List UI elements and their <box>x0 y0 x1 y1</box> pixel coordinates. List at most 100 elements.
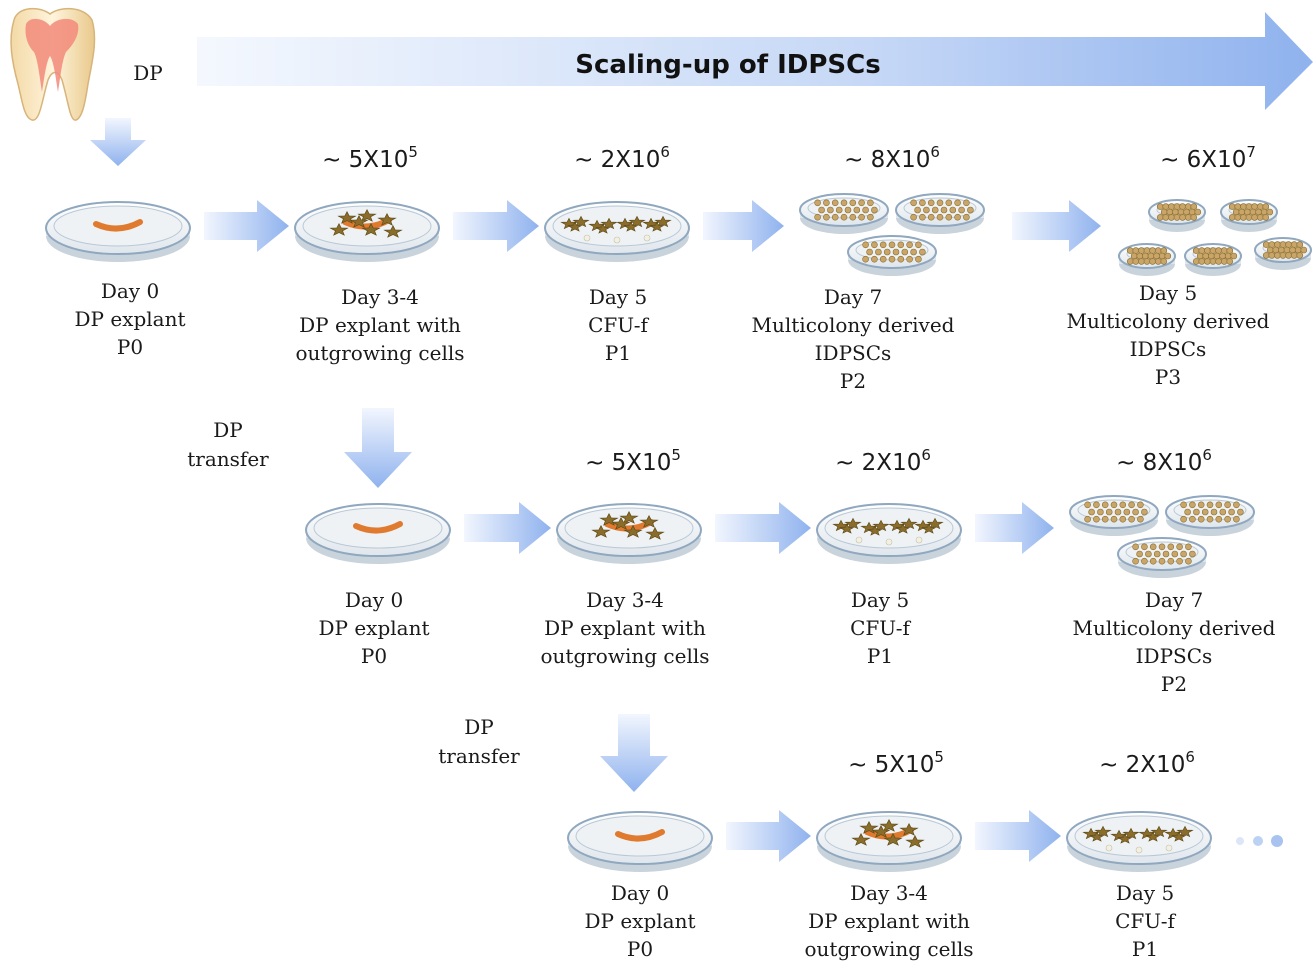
stage-caption-line: Day 5 <box>589 285 647 309</box>
culture-dish-icon <box>544 201 690 262</box>
cell-count: ~ 8X106 <box>1116 446 1212 476</box>
stage-caption-line: Multicolony derived <box>1073 616 1276 640</box>
culture-dish-icon <box>816 503 962 564</box>
cell-count-base: ~ 5X10 <box>848 752 934 778</box>
right-arrow-icon <box>453 200 539 252</box>
stage-caption-line: IDPSCs <box>1130 337 1207 361</box>
cell-count-base: ~ 2X10 <box>574 147 660 173</box>
scaling-banner: Scaling-up of IDPSCs <box>197 12 1313 110</box>
stage-caption-line: Day 5 <box>1116 881 1174 905</box>
cell-count-exponent: 6 <box>660 143 670 161</box>
right-arrow-icon <box>726 810 811 862</box>
stage-caption-line: Day 3-4 <box>586 588 664 612</box>
cell-count-exponent: 6 <box>1202 446 1212 464</box>
cell-count: ~ 2X106 <box>835 446 931 476</box>
stage-caption-line: Day 0 <box>101 279 159 303</box>
stage-caption-line: CFU-f <box>1115 909 1176 933</box>
cell-count-base: ~ 2X10 <box>835 450 921 476</box>
transfer-label-line2: transfer <box>438 744 520 768</box>
culture-dish-icon <box>1066 811 1212 872</box>
culture-dish-icon <box>567 811 713 872</box>
culture-dish-icon <box>305 503 451 564</box>
stage-caption-line: CFU-f <box>850 616 911 640</box>
cell-count: ~ 5X105 <box>585 446 681 476</box>
cell-count: ~ 2X106 <box>574 143 670 173</box>
cell-count-exponent: 5 <box>408 143 418 161</box>
culture-dish-icon <box>556 503 702 564</box>
stage-caption-line: Multicolony derived <box>1067 309 1270 333</box>
stage-caption-line: P2 <box>840 369 866 393</box>
right-arrow-icon <box>715 502 811 554</box>
stage-caption-line: P0 <box>117 335 143 359</box>
cell-count-exponent: 5 <box>671 446 681 464</box>
stage-caption-line: DP explant with <box>808 909 970 933</box>
transfer-2: DP transfer <box>438 714 668 792</box>
right-arrow-icon <box>975 810 1061 862</box>
stage-caption-line: P3 <box>1155 365 1181 389</box>
culture-dish-icon <box>1069 495 1255 578</box>
stage-caption-line: Day 0 <box>611 881 669 905</box>
transfer-arrow-icon <box>600 714 668 792</box>
cell-count-base: ~ 8X10 <box>844 147 930 173</box>
cell-count-exponent: 7 <box>1246 143 1256 161</box>
transfer-1: DP transfer <box>187 408 412 488</box>
cell-count-exponent: 6 <box>921 446 931 464</box>
stage-caption-line: IDPSCs <box>1136 644 1213 668</box>
cell-count: ~ 5X105 <box>848 748 944 778</box>
stage-caption-line: DP explant with <box>299 313 461 337</box>
cell-count-exponent: 6 <box>930 143 940 161</box>
cell-count: ~ 5X105 <box>322 143 418 173</box>
stage-caption-line: DP explant <box>584 909 695 933</box>
stage-caption-line: P1 <box>605 341 631 365</box>
cell-count-base: ~ 8X10 <box>1116 450 1202 476</box>
cell-count-base: ~ 2X10 <box>1099 752 1185 778</box>
cell-count-base: ~ 6X10 <box>1160 147 1246 173</box>
stage-caption-line: Day 5 <box>851 588 909 612</box>
stage-caption-line: P2 <box>1161 672 1187 696</box>
right-arrow-icon <box>975 502 1054 554</box>
stage-caption-line: Day 5 <box>1139 281 1197 305</box>
transfer-label-line1: DP <box>213 418 243 442</box>
culture-dish-icon <box>816 811 962 872</box>
stage-caption-line: P0 <box>361 644 387 668</box>
stage-caption-line: outgrowing cells <box>295 341 464 365</box>
cell-count-exponent: 6 <box>1185 748 1195 766</box>
right-arrow-icon <box>464 502 551 554</box>
tooth-icon <box>10 7 96 121</box>
cell-count-base: ~ 5X10 <box>322 147 408 173</box>
stage-caption-line: IDPSCs <box>815 341 892 365</box>
cell-count: ~ 2X106 <box>1099 748 1195 778</box>
stage-caption-line: Day 7 <box>1145 588 1203 612</box>
stage-caption-line: CFU-f <box>588 313 649 337</box>
right-arrow-icon <box>204 200 289 252</box>
stage-caption-line: Day 3-4 <box>850 881 928 905</box>
cell-count: ~ 6X107 <box>1160 143 1256 173</box>
stage-caption-line: P1 <box>1132 937 1158 961</box>
stage-caption-line: DP explant <box>318 616 429 640</box>
cell-count: ~ 8X106 <box>844 143 940 173</box>
transfer-label-line2: transfer <box>187 447 269 471</box>
culture-dish-icon <box>799 193 985 276</box>
source-label: DP <box>133 61 163 85</box>
stage-caption-line: outgrowing cells <box>540 644 709 668</box>
transfer-label-line1: DP <box>464 715 494 739</box>
stage-caption-line: DP explant <box>74 307 185 331</box>
stage-caption-line: P1 <box>867 644 893 668</box>
stage-caption-line: DP explant with <box>544 616 706 640</box>
cell-count-exponent: 5 <box>934 748 944 766</box>
stage-caption-line: Multicolony derived <box>752 313 955 337</box>
